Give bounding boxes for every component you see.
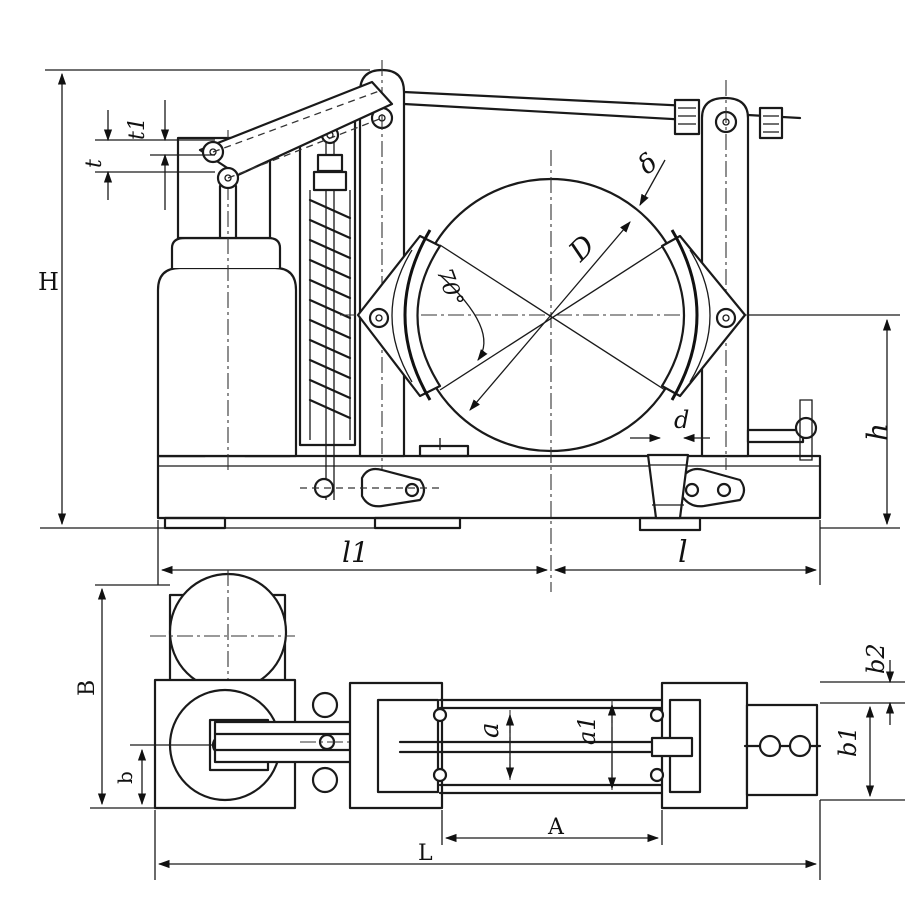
label-h: h xyxy=(861,423,894,441)
front-view xyxy=(40,60,900,592)
right-shoe-plan xyxy=(649,681,749,810)
label-d: d xyxy=(674,406,689,434)
label-t1: t1 xyxy=(125,117,150,140)
label-b1: b1 xyxy=(834,726,862,757)
left-shoe-plan xyxy=(348,681,448,810)
label-l1: l1 xyxy=(342,536,369,569)
label-B: B xyxy=(75,680,100,696)
adjusting-bolt xyxy=(746,399,818,461)
label-a1: a1 xyxy=(573,715,601,745)
right-brake-shoe xyxy=(660,229,747,401)
label-delta: δ xyxy=(632,148,663,181)
plan-view xyxy=(90,570,905,880)
left-brake-shoe xyxy=(356,229,442,401)
label-b: b xyxy=(113,771,137,784)
tie-rod xyxy=(402,90,802,140)
label-L: L xyxy=(418,841,433,866)
label-t: t xyxy=(82,159,107,168)
rods-plan xyxy=(398,698,667,795)
brake-spring xyxy=(298,118,357,500)
label-b2: b2 xyxy=(862,643,890,674)
plan-dimensions xyxy=(90,584,905,880)
label-l: l xyxy=(678,535,688,570)
label-H: H xyxy=(38,268,59,296)
motor-plan xyxy=(150,570,295,700)
front-dimensions xyxy=(40,69,900,585)
lower-pivots xyxy=(300,453,746,520)
pusher-linkage xyxy=(198,80,394,190)
bolt-plan xyxy=(743,703,822,797)
label-a: a xyxy=(475,722,505,738)
label-A: A xyxy=(547,815,565,840)
right-lever xyxy=(700,80,750,470)
